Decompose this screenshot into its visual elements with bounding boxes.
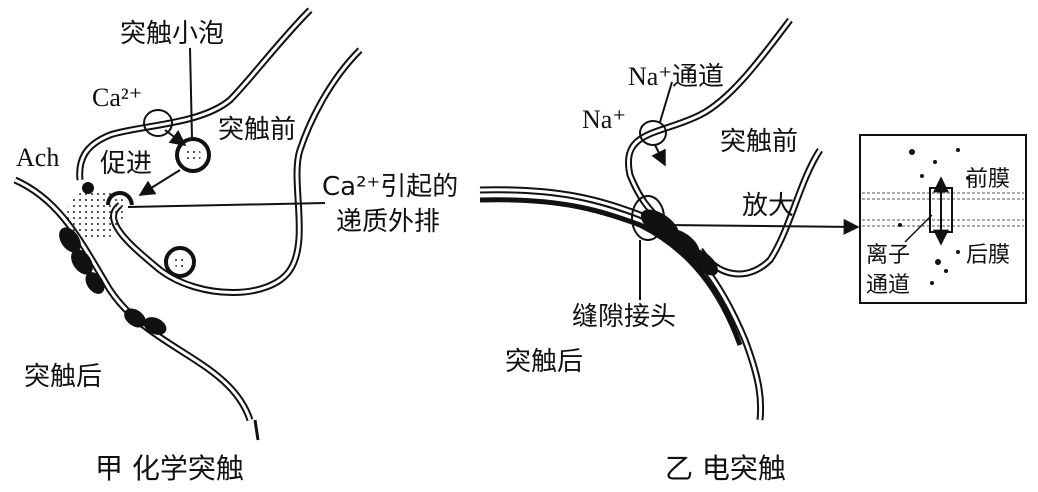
magnified-inset: 前膜 后膜 离子 通道	[859, 134, 1027, 304]
electrical-synapse-panel: Na⁺通道 Na⁺ 突触前 放大 缝隙接头 突触后	[479, 17, 1027, 485]
release-label-line1: Ca²⁺引起的	[322, 172, 458, 202]
synaptic-vesicle-1	[175, 137, 211, 173]
postsynaptic-membrane	[13, 176, 260, 441]
calcium-label: Ca²⁺	[92, 83, 142, 112]
receptor-patches	[59, 227, 167, 335]
ion-channel-label-line1: 离子	[866, 243, 910, 268]
presynaptic-label-left: 突触前	[218, 115, 296, 145]
electrical-synapse-caption: 乙 电突触	[665, 452, 786, 485]
presynaptic-label-right: 突触前	[720, 127, 798, 157]
post-membrane-label: 后膜	[966, 243, 1010, 268]
na-channel-label: Na⁺通道	[628, 62, 724, 91]
magnify-label: 放大	[742, 191, 794, 221]
sodium-label: Na⁺	[582, 105, 626, 134]
sodium-channel-icon	[639, 120, 667, 146]
ion-channel-pointer	[904, 214, 933, 243]
chemical-synapse-caption: 甲 化学突触	[95, 452, 244, 485]
release-pointer	[127, 202, 326, 208]
fusing-vesicle	[106, 191, 134, 209]
synaptic-vesicle-2	[164, 246, 196, 278]
vesicle-pointer	[189, 47, 193, 139]
postsynaptic-label-right: 突触后	[505, 347, 583, 377]
release-label-line2: 递质外排	[336, 207, 440, 237]
na-channel-pointer	[659, 81, 673, 123]
promote-label: 促进	[100, 149, 152, 179]
pre-membrane-label: 前膜	[966, 167, 1010, 192]
magnify-arrow	[664, 218, 860, 235]
gap-junction-patch	[640, 209, 718, 276]
presynaptic-process	[625, 17, 823, 278]
chemical-synapse-panel: 突触小泡 Ca²⁺ 突触前 Ach 促进 Ca²⁺引起的 递质外排 突触后 甲 …	[13, 7, 458, 485]
inset-ion-channel	[929, 176, 953, 246]
sodium-arrow	[651, 144, 666, 167]
presynaptic-membrane	[76, 7, 363, 296]
ion-channel-label-line2: 通道	[866, 273, 910, 298]
calcium-channel-icon	[143, 109, 173, 137]
ach-label: Ach	[16, 143, 59, 172]
postsynaptic-label-left: 突触后	[24, 362, 102, 392]
synaptic-cleft-transmitter	[67, 189, 123, 241]
ach-receptor-dot	[82, 182, 94, 194]
promote-arrow	[138, 169, 181, 196]
gap-junction-circle	[631, 195, 665, 241]
gap-junction-label: 缝隙接头	[572, 302, 676, 332]
inset-particles	[898, 148, 970, 285]
vesicle-label: 突触小泡	[120, 19, 224, 49]
